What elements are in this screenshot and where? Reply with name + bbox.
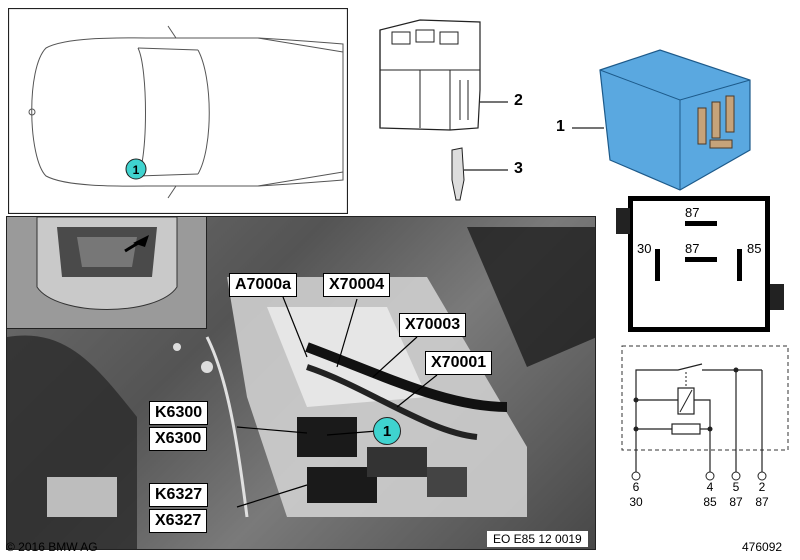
photo-marker-1: 1 [373, 417, 401, 445]
label-x70004: X70004 [323, 273, 391, 297]
label-x70001: X70001 [425, 351, 493, 375]
diagram-id: 476092 [742, 540, 783, 554]
relay-face-tab-left [616, 208, 630, 234]
engine-bay-inset [7, 217, 207, 329]
pin-30 [655, 249, 660, 281]
pin-87-top [685, 221, 717, 226]
label-x6327: X6327 [149, 509, 208, 533]
engine-bay-photo: A7000a X70004 X70003 X70001 K6300 X6300 … [6, 216, 596, 550]
callout-1: 1 [556, 118, 565, 135]
copyright: © 2016 BMW AG [6, 540, 98, 554]
reference-code: EO E85 12 0019 [487, 531, 588, 547]
pin-87-mid-label: 87 [685, 241, 700, 256]
relay-schematic [621, 345, 789, 481]
pin-30-label: 30 [637, 241, 652, 256]
relay-face-tab-right [770, 284, 784, 310]
label-k6327: K6327 [149, 483, 209, 507]
inset-car-front [36, 217, 178, 310]
pin-85 [737, 249, 742, 281]
relay-socket-figure [379, 19, 508, 201]
label-x70003: X70003 [399, 313, 467, 337]
callout-3: 3 [514, 160, 523, 177]
pin-87-mid [685, 257, 717, 262]
relay-face-diagram: 87 87 30 85 [628, 196, 770, 332]
callout-2: 2 [514, 92, 523, 109]
car-marker-1: 1 [125, 158, 147, 180]
pin-85-label: 85 [747, 241, 762, 256]
label-a7000a: A7000a [229, 273, 298, 297]
label-x6300: X6300 [149, 427, 208, 451]
svg-text:1: 1 [133, 163, 140, 177]
car-location-view: 1 [8, 8, 348, 214]
pin-87-top-label: 87 [685, 205, 700, 220]
label-k6300: K6300 [149, 401, 209, 425]
engine-bay-detail [7, 217, 595, 549]
relay-photo [572, 49, 751, 191]
